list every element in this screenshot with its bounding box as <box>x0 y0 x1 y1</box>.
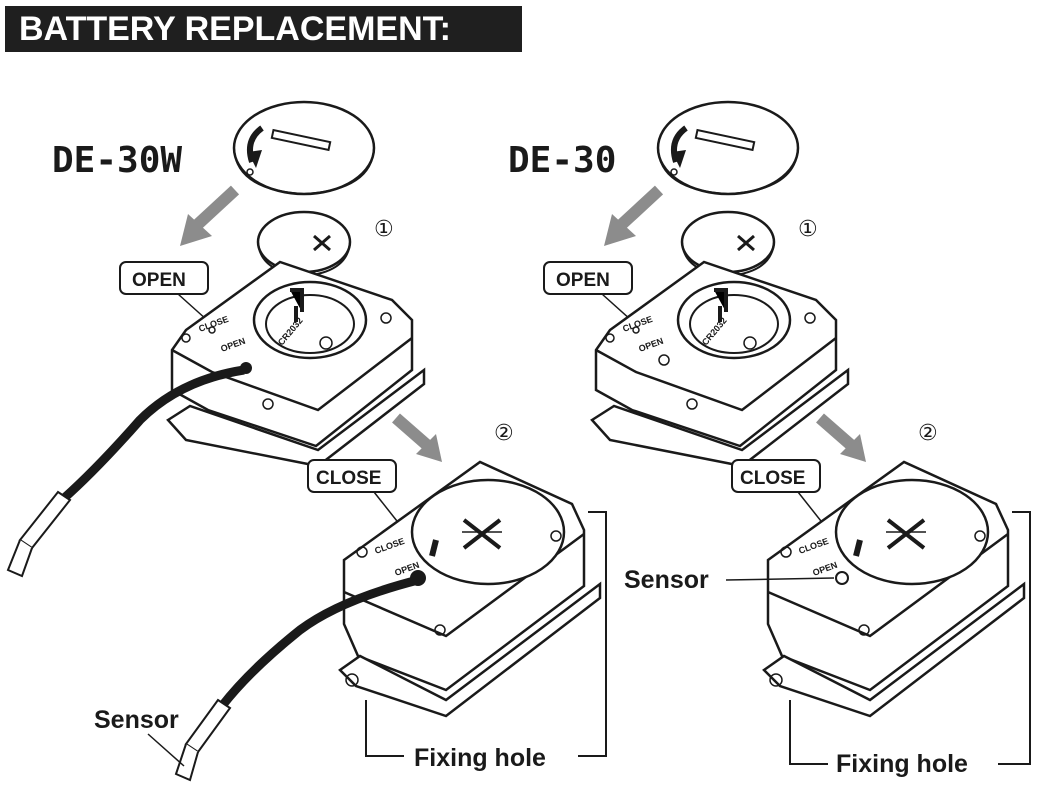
step-2-marker-right: ② <box>918 421 938 446</box>
model-label-de30w: DE-30W <box>52 140 182 181</box>
remove-arrow-right <box>615 185 664 231</box>
sensor-probe-lower-left <box>184 698 232 754</box>
svg-text:CLOSE: CLOSE <box>740 468 805 489</box>
close-arrowhead-right <box>840 434 866 462</box>
sensor-probe-upper-left <box>18 490 72 550</box>
sensor-cable-lower-left <box>218 575 420 709</box>
svg-text:OPEN: OPEN <box>132 270 186 291</box>
fixing-bracket-left-b <box>578 511 607 757</box>
svg-text:CLOSE: CLOSE <box>316 468 381 489</box>
step-1-marker-left: ① <box>374 217 394 242</box>
open-label-left: OPEN <box>119 261 209 295</box>
step-2-marker-left: ② <box>494 421 514 446</box>
close-arrow-right <box>816 413 856 451</box>
page-title: BATTERY REPLACEMENT: <box>19 10 451 48</box>
sensor-unit-closed-left <box>338 460 602 718</box>
sensor-tip-lower-left <box>174 743 199 782</box>
battery-cover-right <box>656 100 800 196</box>
sensor-unit-open-right <box>590 260 850 468</box>
title-banner: BATTERY REPLACEMENT: <box>5 6 522 52</box>
remove-arrowhead-right <box>604 214 636 246</box>
close-arrowhead-left <box>416 434 442 462</box>
sensor-unit-open-left <box>166 260 426 468</box>
sensor-unit-closed-right <box>762 460 1026 718</box>
open-label-right: OPEN <box>543 261 633 295</box>
svg-text:OPEN: OPEN <box>556 270 610 291</box>
sensor-tip-upper-left <box>6 539 33 578</box>
sensor-label-left: Sensor <box>94 706 179 734</box>
sensor-leader-right <box>725 577 835 581</box>
sensor-label-right: Sensor <box>624 566 709 594</box>
sensor-leader-left <box>147 733 185 767</box>
sensor-cable-upper-left <box>59 365 245 504</box>
step-1-marker-right: ① <box>798 217 818 242</box>
battery-cover-left <box>232 100 376 196</box>
close-arrow-left <box>392 413 432 451</box>
fixing-bracket-right-a <box>789 700 828 765</box>
close-label-right: CLOSE <box>731 459 821 493</box>
fixing-bracket-right-b <box>998 511 1031 765</box>
fixing-hole-label-left: Fixing hole <box>414 744 546 772</box>
model-label-de30: DE-30 <box>508 140 616 181</box>
fixing-hole-label-right: Fixing hole <box>836 750 968 778</box>
remove-arrowhead-left <box>180 214 212 246</box>
fixing-bracket-left-a <box>365 700 404 757</box>
close-label-left: CLOSE <box>307 459 397 493</box>
remove-arrow-left <box>191 185 240 231</box>
